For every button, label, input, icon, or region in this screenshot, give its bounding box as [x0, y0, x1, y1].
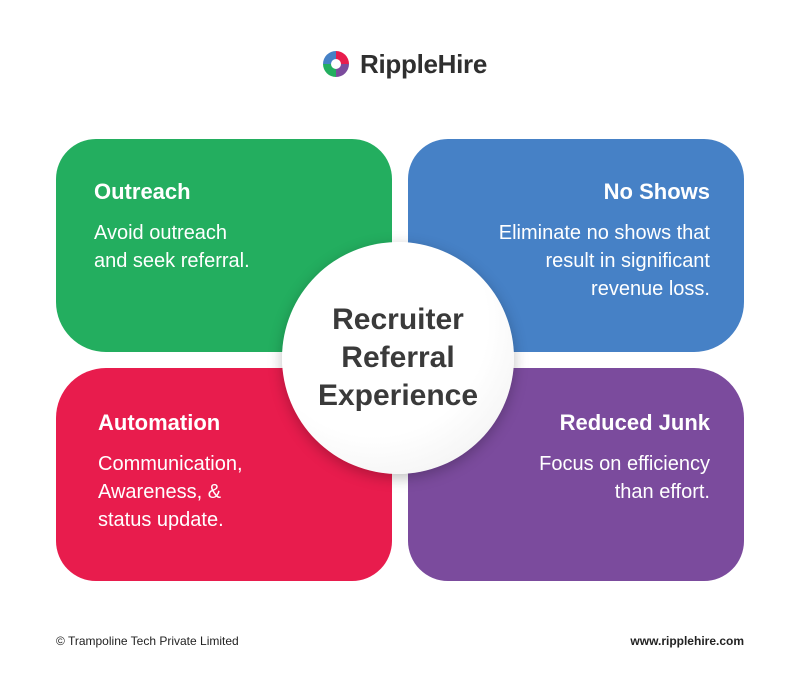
- card-outreach-desc: Avoid outreach and seek referral.: [94, 222, 250, 272]
- brand-logo: RippleHire: [320, 48, 487, 80]
- brand-name: RippleHire: [360, 48, 488, 79]
- center-title: Recruiter Referral Experience: [317, 303, 479, 412]
- center-circle: Recruiter Referral Experience: [282, 242, 514, 474]
- card-reduced-junk-desc: Focus on efficiency than effort.: [539, 453, 710, 503]
- website-link[interactable]: www.ripplehire.com: [630, 634, 744, 648]
- card-automation-title: Automation: [98, 410, 221, 435]
- copyright-text: © Trampoline Tech Private Limited: [56, 634, 239, 648]
- card-no-shows-title: No Shows: [603, 179, 710, 204]
- card-automation-desc: Communication, Awareness, & status updat…: [98, 453, 243, 531]
- card-outreach: Outreach Avoid outreach and seek referra…: [56, 139, 392, 352]
- card-outreach-title: Outreach: [94, 179, 191, 204]
- card-no-shows: No Shows Eliminate no shows that result …: [408, 139, 744, 352]
- card-no-shows-desc: Eliminate no shows that result in signif…: [498, 222, 710, 300]
- ripplehire-logo-icon: [323, 51, 349, 77]
- card-reduced-junk-title: Reduced Junk: [559, 410, 710, 435]
